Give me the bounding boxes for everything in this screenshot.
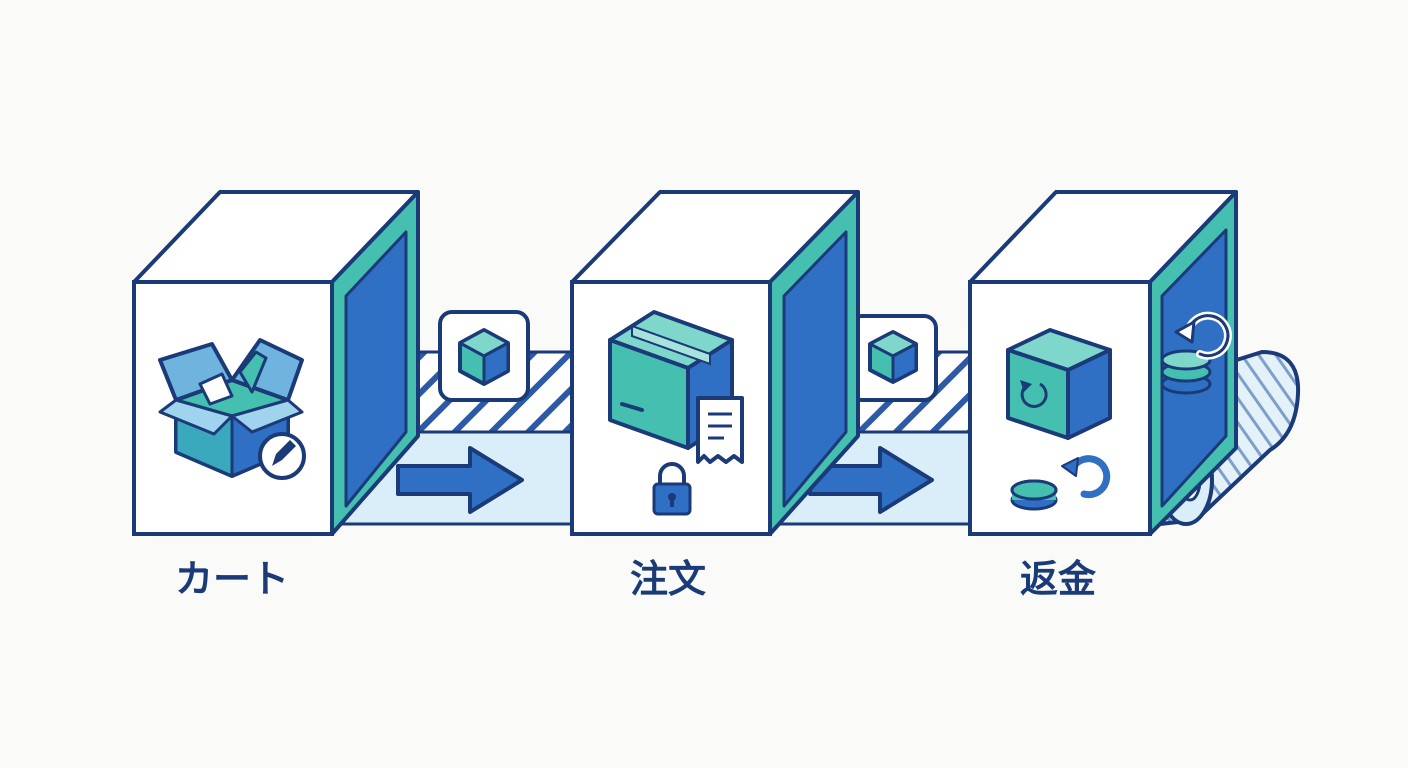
pencil-badge-icon <box>258 432 306 480</box>
return-box-with-coins-icon <box>1006 328 1112 511</box>
stage-label-cart: カート <box>175 557 289 601</box>
refund-arrow-icon <box>1061 455 1111 499</box>
return-arrow-icon <box>1020 380 1048 408</box>
cube-icon <box>458 328 510 386</box>
stage-cart <box>132 190 420 536</box>
cube-side-opening <box>782 230 848 508</box>
package-card <box>438 310 530 402</box>
cube-side-opening <box>344 230 408 508</box>
stage-order <box>570 190 860 536</box>
stage-label-refund: 返金 <box>1020 557 1097 601</box>
right-arrow-icon <box>808 446 934 514</box>
closed-box-with-receipt-and-lock-icon <box>608 310 744 516</box>
right-arrow-icon <box>396 446 524 514</box>
receipt-icon <box>696 396 744 464</box>
stage-refund <box>968 190 1238 536</box>
return-curve-arrow-icon <box>1174 311 1232 360</box>
package-card <box>848 314 938 402</box>
coin-icon <box>1010 479 1058 511</box>
lock-icon <box>652 462 692 516</box>
open-box-with-pencil-icon <box>158 338 306 480</box>
stage-label-order: 注文 <box>630 557 706 601</box>
cube-icon <box>868 330 918 384</box>
